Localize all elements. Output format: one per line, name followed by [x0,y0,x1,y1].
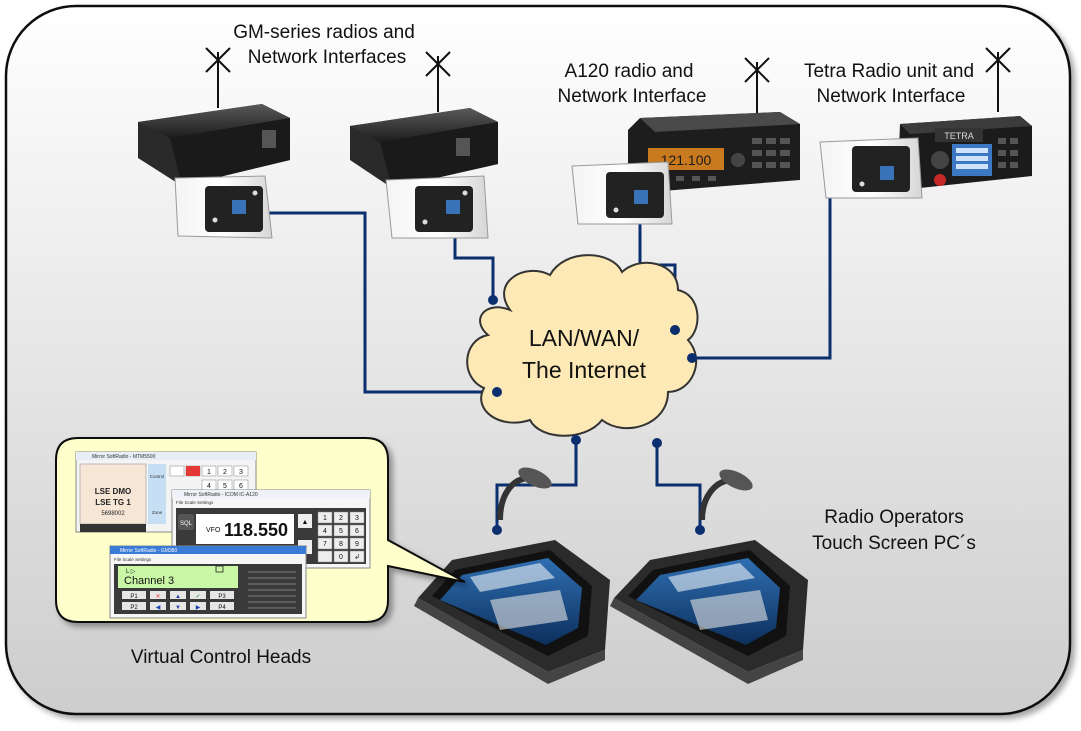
cloud-label-line1: LAN/WAN/ [529,325,640,351]
key-6[interactable]: 6 [355,528,359,535]
tetra-label-line1: Tetra Radio unit and [804,61,974,82]
tetra-logo-text: TETRA [944,131,974,141]
tetra-radio: TETRA [819,116,1032,199]
key-8[interactable]: 8 [339,541,343,548]
link-gm1-to-cloud [245,211,497,394]
softradio-window-mtm: Mirror SoftRadio - MTM5500 LSE DMO LSE T… [75,451,257,533]
key-7[interactable]: 7 [323,541,327,548]
link-cloud-to-console2 [655,443,702,530]
key-enter[interactable]: ↲ [354,553,360,561]
top-keypad-3[interactable]: 3 [239,469,243,476]
arrow-right-icon[interactable]: ▶ [196,605,201,611]
key-1[interactable]: 1 [323,515,327,522]
arrow-left-icon[interactable]: ◀ [156,605,161,611]
window2-sql[interactable]: SQL [180,521,193,527]
window2-title: Mirror SoftRadio - ICOM IC-A120 [184,492,258,498]
a120-display-text: 121.100 [661,152,712,168]
antenna-icon [205,47,231,108]
window1-line2: LSE TG 1 [95,498,131,507]
top-keypad-2[interactable]: 2 [223,469,227,476]
top-keypad-1[interactable]: 1 [207,469,211,476]
key-5[interactable]: 5 [339,528,343,535]
window3-title: Mirror SoftRadio - GM380 [120,548,177,554]
cancel-x-icon[interactable]: ✕ [155,594,160,600]
a120-label-line2: Network Interface [558,86,707,107]
arrow-up-icon[interactable]: ▲ [175,594,181,600]
window2-frequency: 118.550 [224,520,288,540]
check-icon[interactable]: ✓ [195,594,200,600]
key-2[interactable]: 2 [339,515,343,522]
window3-p1[interactable]: P1 [130,594,138,600]
window1-line3[interactable]: 5698002 [101,511,125,517]
key-9[interactable]: 9 [355,541,359,548]
tetra-label-line2: Network Interface [817,86,966,107]
softradio-window-gm: Mirror SoftRadio - GM380 File Scale Sett… [109,545,307,619]
a120-radio: 121.100 [571,112,800,225]
key-3[interactable]: 3 [355,515,359,522]
window1-btn1[interactable]: Control [150,474,165,479]
window3-p3[interactable]: P3 [218,594,226,600]
window1-title: Mirror SoftRadio - MTM5500 [92,454,156,460]
up-arrow-icon[interactable]: ▲ [302,519,309,526]
window1-btn2[interactable]: Zone [152,510,163,515]
gm-radios-label-line1: GM-series radios and [233,22,415,43]
antennas [205,47,1011,118]
window3-p2[interactable]: P2 [130,605,138,611]
window3-icons: L ▷ [126,569,136,575]
touch-console-1 [414,467,610,684]
top-keypad-4[interactable]: 4 [207,483,211,490]
window3-p4[interactable]: P4 [218,605,226,611]
antenna-icon [425,51,451,112]
antenna-icon [985,47,1011,112]
network-cloud: LAN/WAN/ The Internet [466,254,699,437]
virtual-heads-label: Virtual Control Heads [131,647,311,668]
window2-menu: File Scale Settings [176,500,214,505]
cloud-label-line2: The Internet [522,357,647,383]
window3-channel: Channel 3 [124,575,174,587]
top-keypad-6[interactable]: 6 [239,483,243,490]
antenna-icon [744,57,770,118]
key-0[interactable]: 0 [339,554,343,561]
window2-vfo: VFO [206,527,221,534]
touch-console-2 [610,469,808,684]
key-4[interactable]: 4 [323,528,327,535]
operators-label-line2: Touch Screen PC´s [812,533,976,554]
gm-radios-label-line2: Network Interfaces [248,47,406,68]
gm-radio-2 [350,108,498,239]
window1-line1: LSE DMO [95,487,131,496]
top-keypad-5[interactable]: 5 [223,483,227,490]
a120-label-line1: A120 radio and [565,61,694,82]
gm-radio-1 [138,104,290,239]
arrow-down-icon[interactable]: ▼ [175,605,181,611]
operators-label-line1: Radio Operators [824,507,963,528]
window3-menu: File Scale Settings [114,557,152,562]
